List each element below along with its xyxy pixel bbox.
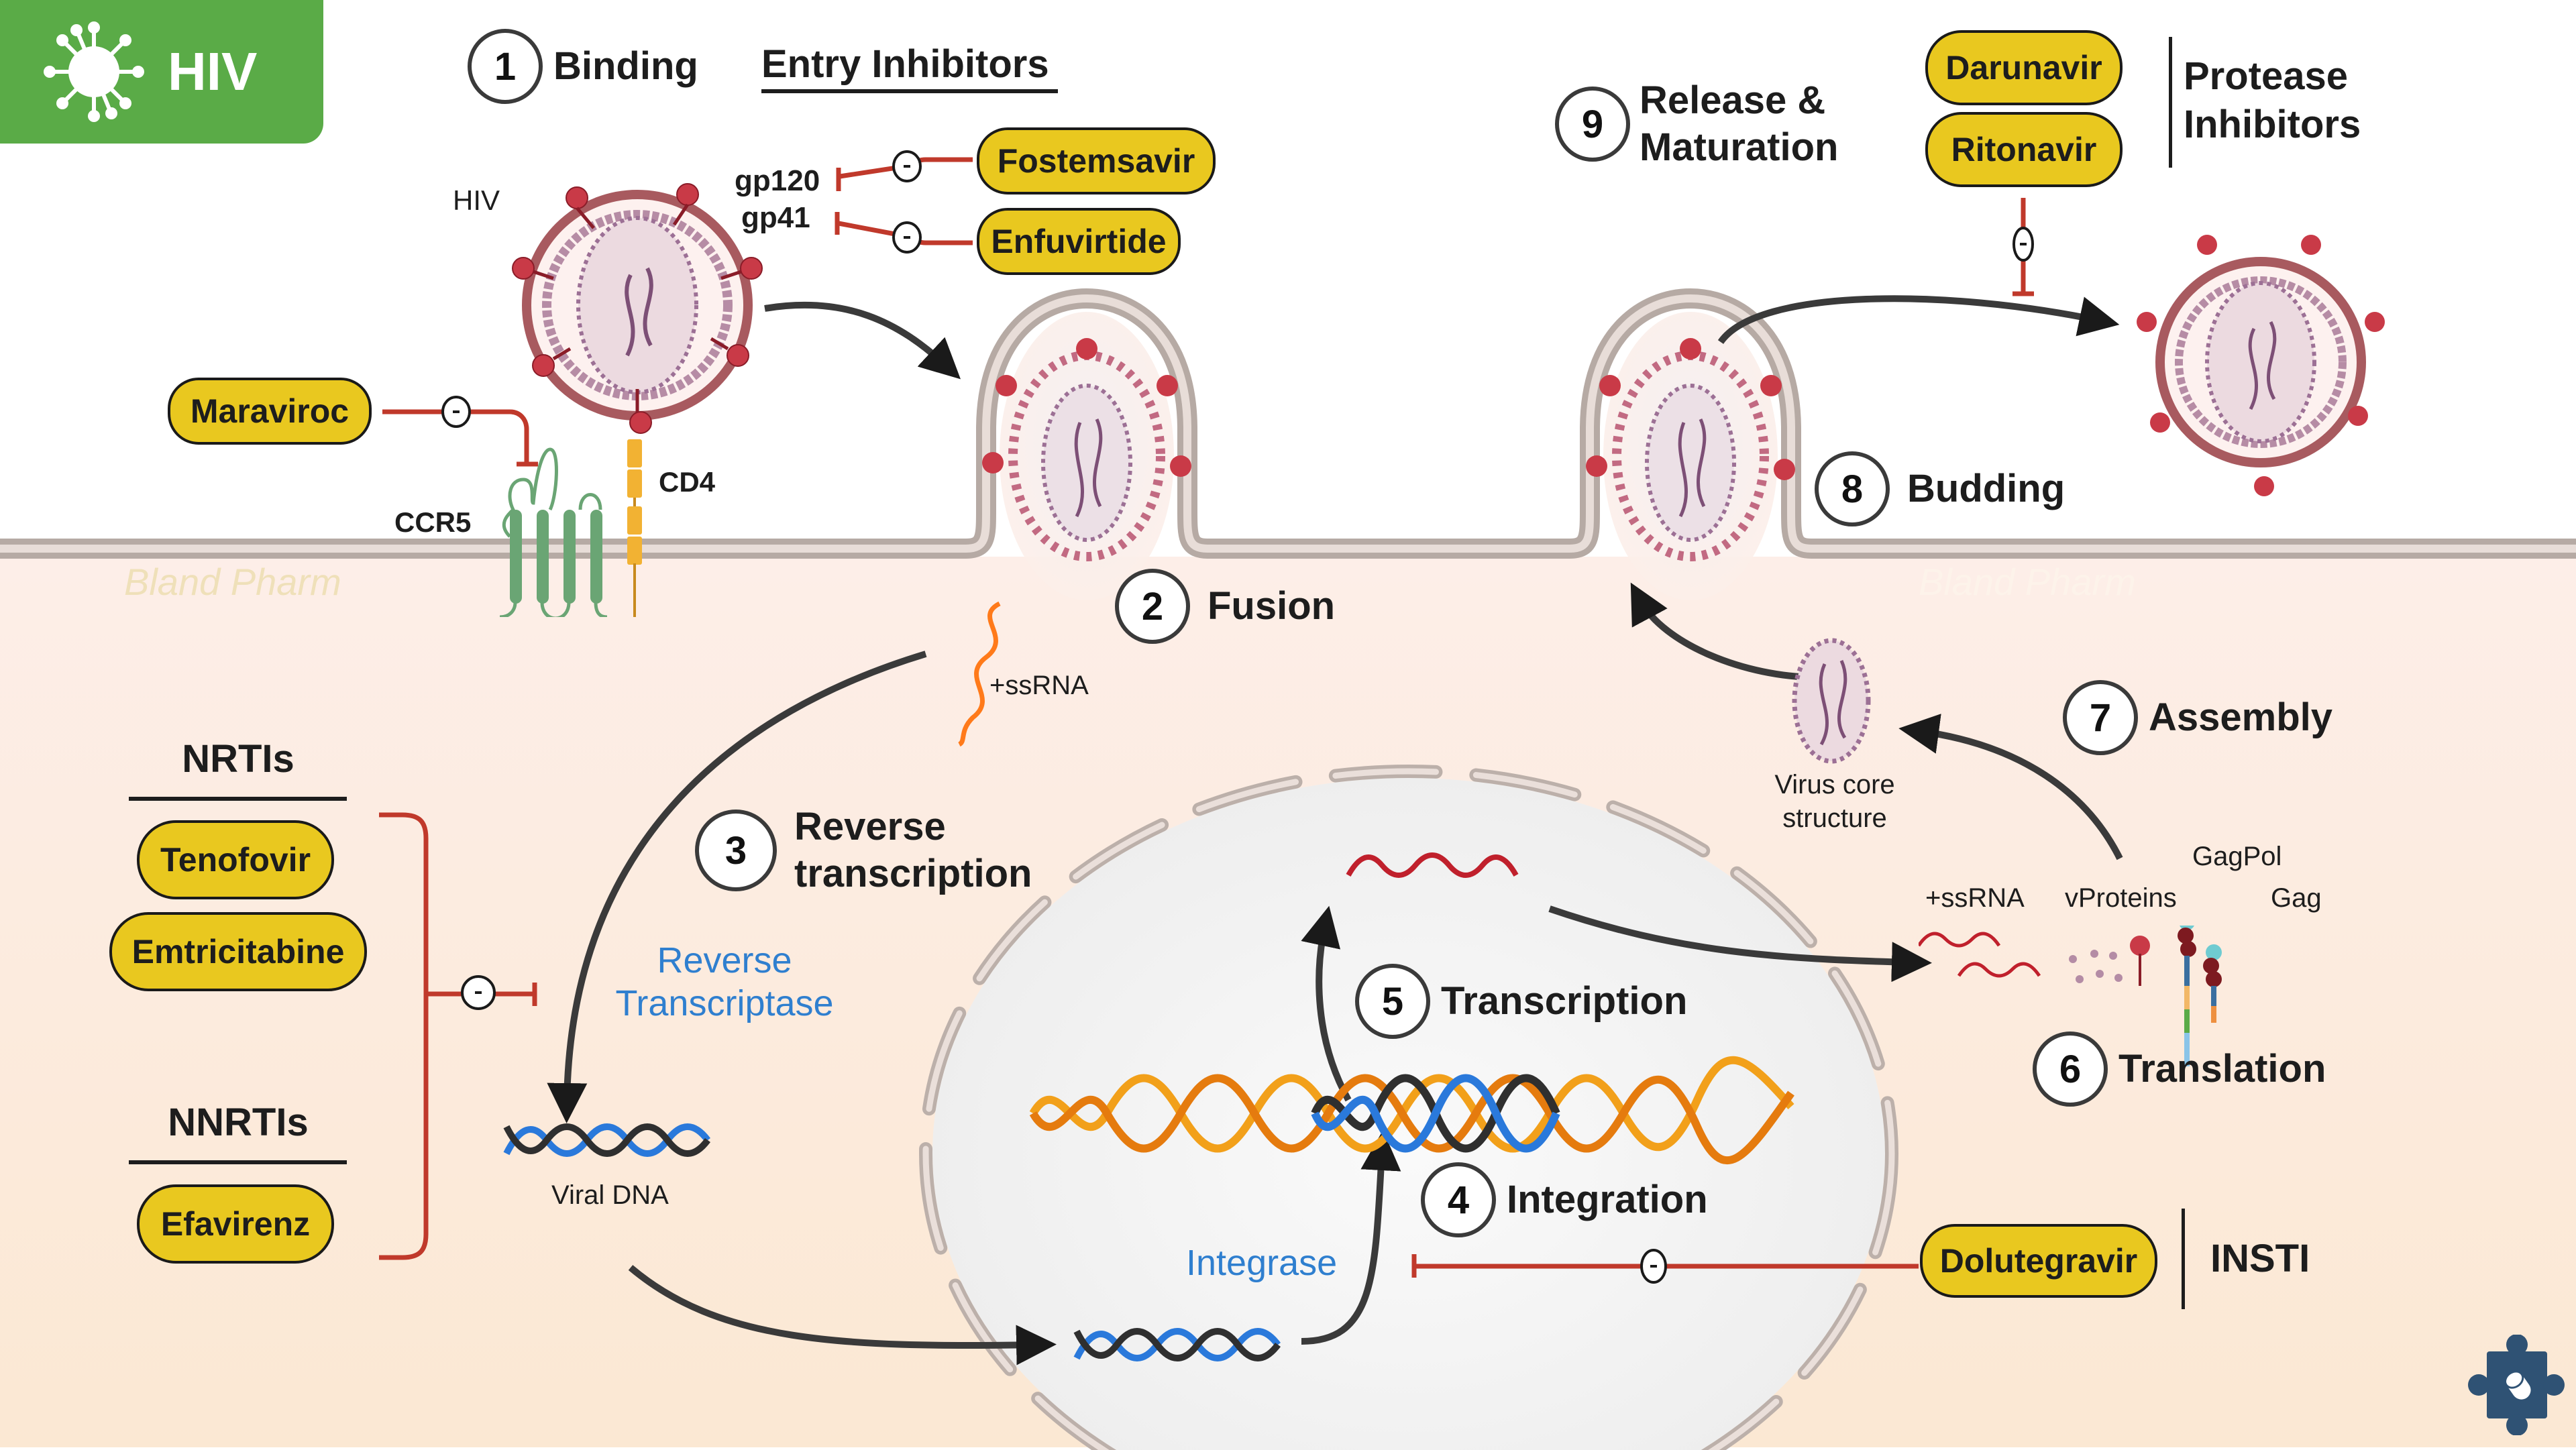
protease-title-line1: Protease	[2184, 54, 2349, 98]
drug-emtricitabine[interactable]: Emtricitabine	[109, 912, 367, 991]
drug-ritonavir[interactable]: Ritonavir	[1925, 112, 2123, 187]
step-6-translation: 6 Translation	[2033, 1031, 2326, 1107]
header-badge: HIV	[0, 0, 323, 144]
step-label: Binding	[553, 44, 698, 88]
step-number: 5	[1355, 964, 1430, 1039]
step-1-binding: 1 Binding	[468, 29, 698, 104]
virus-core-label: Virus core structure	[1758, 768, 1912, 835]
puzzle-pill-icon	[2468, 1335, 2565, 1435]
gag-label: Gag	[2271, 883, 2322, 913]
step-7-assembly: 7 Assembly	[2063, 680, 2332, 755]
insti-title: INSTI	[2210, 1237, 2310, 1280]
nrtis-title: NRTIs	[182, 737, 294, 781]
virus-icon	[44, 21, 144, 122]
nnrtis-underline	[129, 1160, 347, 1164]
viral-dna-label: Viral DNA	[551, 1180, 669, 1210]
ccr5-receptor	[499, 447, 608, 617]
fusing-virion	[982, 338, 1191, 561]
ssrna-strand	[957, 601, 1001, 747]
hiv-virion	[512, 183, 763, 434]
rna-copy-2	[1957, 962, 2041, 978]
budding-virion	[1586, 338, 1795, 561]
step-label: Translation	[2118, 1047, 2326, 1091]
drug-maraviroc[interactable]: Maraviroc	[168, 378, 372, 445]
gp120-spikes	[512, 183, 763, 434]
step-label: Reverse transcription	[794, 805, 1032, 895]
entry-inhibitors-underline	[761, 89, 1058, 93]
step-label: Integration	[1507, 1178, 1708, 1221]
step-9-release-maturation: 9 Release & Maturation	[1555, 77, 1854, 171]
gp120-label: gp120	[735, 164, 820, 197]
gagpol-protein	[2178, 926, 2196, 1066]
nrtis-underline	[129, 797, 347, 801]
mature-virion	[2137, 235, 2385, 496]
protease-divider	[2169, 37, 2172, 168]
viral-dna-in-nucleus	[1073, 1328, 1281, 1361]
drug-tenofovir[interactable]: Tenofovir	[137, 820, 334, 899]
host-dna-integrated	[1029, 1056, 1794, 1164]
viral-dna-helix	[503, 1123, 710, 1157]
cd4-label: CD4	[659, 466, 716, 498]
step-number: 1	[468, 29, 543, 104]
step-number: 7	[2063, 680, 2138, 755]
translation-products	[1919, 926, 2222, 1066]
gagpol-label: GagPol	[2192, 842, 2282, 871]
step-label: Release & Maturation	[1640, 78, 1839, 169]
step-3-reverse-transcription: 3 Reverse transcription	[695, 803, 1063, 897]
rna-copy-1	[1919, 932, 2001, 948]
step-number: 2	[1115, 569, 1190, 644]
step-number: 4	[1421, 1162, 1496, 1237]
entry-inhibitors-title: Entry Inhibitors	[761, 42, 1049, 86]
protease-title-line2: Inhibitors	[2184, 103, 2361, 146]
watermark-right: Bland Pharm	[1919, 561, 2136, 603]
reverse-transcriptase-label: Reverse Transcriptase	[610, 939, 839, 1025]
gp41-label: gp41	[741, 201, 810, 234]
step-4-integration: 4 Integration	[1421, 1162, 1708, 1237]
step-8-budding: 8 Budding	[1815, 451, 2065, 526]
step-number: 8	[1815, 451, 1890, 526]
drug-enfuvirtide[interactable]: Enfuvirtide	[977, 208, 1181, 275]
protease-inhibitors-title: Protease Inhibitors	[2184, 52, 2361, 149]
ssrna-label: +ssRNA	[989, 671, 1089, 700]
receptors	[499, 439, 642, 617]
ssrna-translation-label: +ssRNA	[1925, 883, 2025, 913]
step-label: Assembly	[2149, 695, 2333, 739]
step-label: Fusion	[1208, 584, 1336, 628]
rt-label-line1: Reverse	[657, 940, 792, 981]
step-number: 9	[1555, 87, 1630, 162]
vproteins-label: vProteins	[2065, 883, 2177, 913]
step-label: Transcription	[1441, 979, 1688, 1023]
cd4-receptor	[627, 439, 642, 617]
virus-core-label-line2: structure	[1782, 803, 1887, 833]
hiv-virion-label: HIV	[453, 184, 500, 216]
nnrtis-title: NNRTIs	[168, 1101, 309, 1144]
virus-core	[1792, 638, 1871, 764]
integrase-label: Integrase	[1186, 1243, 1338, 1283]
step-5-transcription: 5 Transcription	[1355, 964, 1687, 1039]
watermark-left: Bland Pharm	[124, 561, 341, 603]
spike-protein	[2130, 936, 2150, 986]
step-label: Budding	[1907, 467, 2065, 510]
rt-label-line2: Transcriptase	[615, 983, 834, 1023]
drug-efavirenz[interactable]: Efavirenz	[137, 1184, 334, 1264]
drug-dolutegravir[interactable]: Dolutegravir	[1920, 1224, 2157, 1298]
drug-darunavir[interactable]: Darunavir	[1925, 30, 2123, 105]
mrna-strand	[1346, 852, 1519, 878]
step-number: 3	[695, 810, 777, 891]
protein-dots	[2069, 950, 2123, 983]
insti-divider	[2182, 1209, 2185, 1309]
header-title: HIV	[168, 42, 258, 101]
gag-protein	[2203, 944, 2222, 1023]
ccr5-label: CCR5	[394, 506, 472, 538]
virus-core-label-line1: Virus core	[1774, 770, 1895, 799]
step-number: 6	[2033, 1031, 2108, 1107]
drug-fostemsavir[interactable]: Fostemsavir	[977, 127, 1216, 194]
step-2-fusion: 2 Fusion	[1115, 569, 1335, 644]
